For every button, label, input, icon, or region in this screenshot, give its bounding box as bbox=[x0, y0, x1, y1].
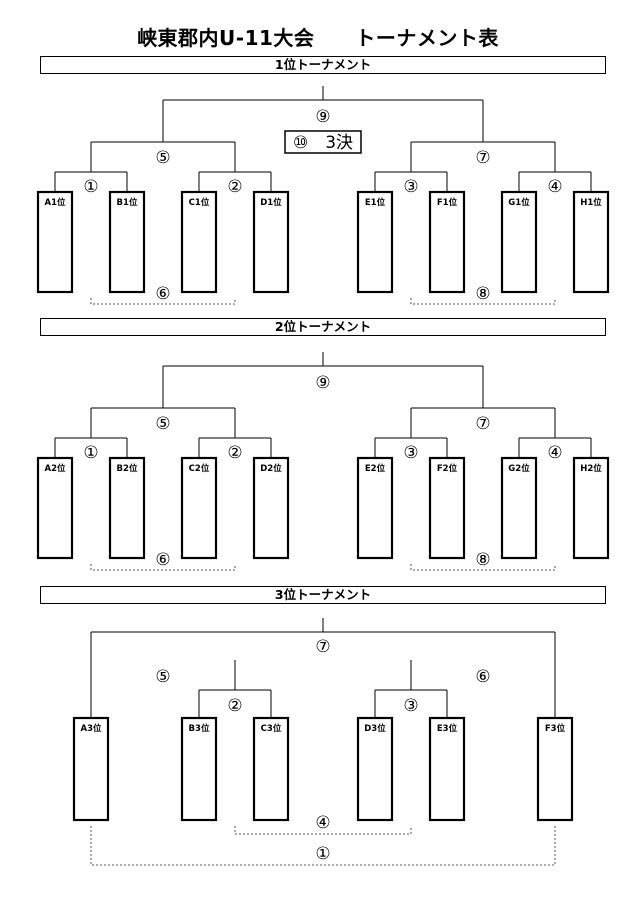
team-box bbox=[428, 716, 466, 822]
team-label: G2位 bbox=[508, 463, 530, 474]
consolation-left-dashed bbox=[90, 564, 236, 571]
consolation-right-dashed bbox=[410, 564, 556, 571]
team-box bbox=[180, 456, 218, 560]
match-6-label: ⑥ bbox=[155, 550, 170, 570]
team-label: F1位 bbox=[437, 197, 458, 208]
team-box bbox=[572, 190, 610, 294]
section-header-1st: 1位トーナメント bbox=[40, 56, 606, 74]
page-title: 峡東郡内U-11大会 トーナメント表 bbox=[137, 26, 499, 50]
team-box bbox=[36, 190, 74, 294]
team-box bbox=[356, 190, 394, 294]
team-box bbox=[180, 716, 218, 822]
third-place-label: ⑩ 3決 bbox=[293, 133, 353, 153]
match-3-label: ③ bbox=[403, 696, 418, 716]
match-3-label: ③ bbox=[403, 443, 418, 463]
match-6-label: ⑥ bbox=[475, 667, 490, 687]
match-2-label: ② bbox=[227, 177, 242, 197]
team-label: H1位 bbox=[580, 197, 602, 208]
match-5-label: ⑤ bbox=[155, 148, 170, 168]
team-label: E1位 bbox=[365, 197, 386, 208]
team-label: D1位 bbox=[260, 197, 282, 208]
team-label: B2位 bbox=[117, 463, 138, 474]
team-label: F2位 bbox=[437, 463, 458, 474]
match-5-label: ⑤ bbox=[155, 414, 170, 434]
match-1-label: ① bbox=[83, 177, 98, 197]
consolation-right-dashed bbox=[410, 298, 556, 305]
team-box bbox=[252, 456, 290, 560]
match-6-label: ⑥ bbox=[155, 284, 170, 304]
match-7-label: ⑦ bbox=[475, 148, 490, 168]
team-label: D2位 bbox=[260, 463, 282, 474]
match-9-label: ⑨ bbox=[315, 373, 330, 393]
match-5-label: ⑤ bbox=[155, 667, 170, 687]
match-4-label: ④ bbox=[547, 443, 562, 463]
section-header-2nd: 2位トーナメント bbox=[40, 318, 606, 336]
team-label: C1位 bbox=[189, 197, 210, 208]
team-label: D3位 bbox=[364, 723, 386, 734]
team-label: A2位 bbox=[45, 463, 66, 474]
team-label: G1位 bbox=[508, 197, 530, 208]
team-box bbox=[356, 456, 394, 560]
team-box bbox=[252, 190, 290, 294]
team-label: E2位 bbox=[365, 463, 386, 474]
team-box bbox=[108, 190, 146, 294]
team-box bbox=[428, 190, 466, 294]
team-box bbox=[108, 456, 146, 560]
team-box bbox=[536, 716, 574, 822]
team-box bbox=[252, 716, 290, 822]
team-box bbox=[356, 716, 394, 822]
match-9-label: ⑨ bbox=[315, 107, 330, 127]
team-label: C2位 bbox=[189, 463, 210, 474]
section-header-3rd: 3位トーナメント bbox=[40, 586, 606, 604]
team-label: B1位 bbox=[117, 197, 138, 208]
match-4-label: ④ bbox=[547, 177, 562, 197]
team-label: B3位 bbox=[189, 723, 210, 734]
match-8-label: ⑧ bbox=[475, 550, 490, 570]
match-3-label: ③ bbox=[403, 177, 418, 197]
match-2-label: ② bbox=[227, 443, 242, 463]
match-1-label: ① bbox=[83, 443, 98, 463]
team-box bbox=[500, 456, 538, 560]
consolation-left-dashed bbox=[90, 298, 236, 305]
team-label: F3位 bbox=[545, 723, 566, 734]
team-box bbox=[180, 190, 218, 294]
third-place-box bbox=[284, 130, 362, 154]
team-box bbox=[428, 456, 466, 560]
match-7-label: ⑦ bbox=[315, 637, 330, 657]
team-label: E3位 bbox=[437, 723, 458, 734]
team-label: A3位 bbox=[81, 723, 102, 734]
match-2-label: ② bbox=[227, 696, 242, 716]
team-box bbox=[572, 456, 610, 560]
consolation-4-dashed bbox=[234, 826, 412, 835]
team-box bbox=[36, 456, 74, 560]
match-7-label: ⑦ bbox=[475, 414, 490, 434]
team-box bbox=[500, 190, 538, 294]
team-label: H2位 bbox=[580, 463, 602, 474]
match-4-label: ④ bbox=[315, 813, 330, 833]
team-box bbox=[72, 716, 110, 822]
team-label: A1位 bbox=[45, 197, 66, 208]
match-1-label: ① bbox=[315, 844, 330, 864]
team-label: C3位 bbox=[261, 723, 282, 734]
match-8-label: ⑧ bbox=[475, 284, 490, 304]
